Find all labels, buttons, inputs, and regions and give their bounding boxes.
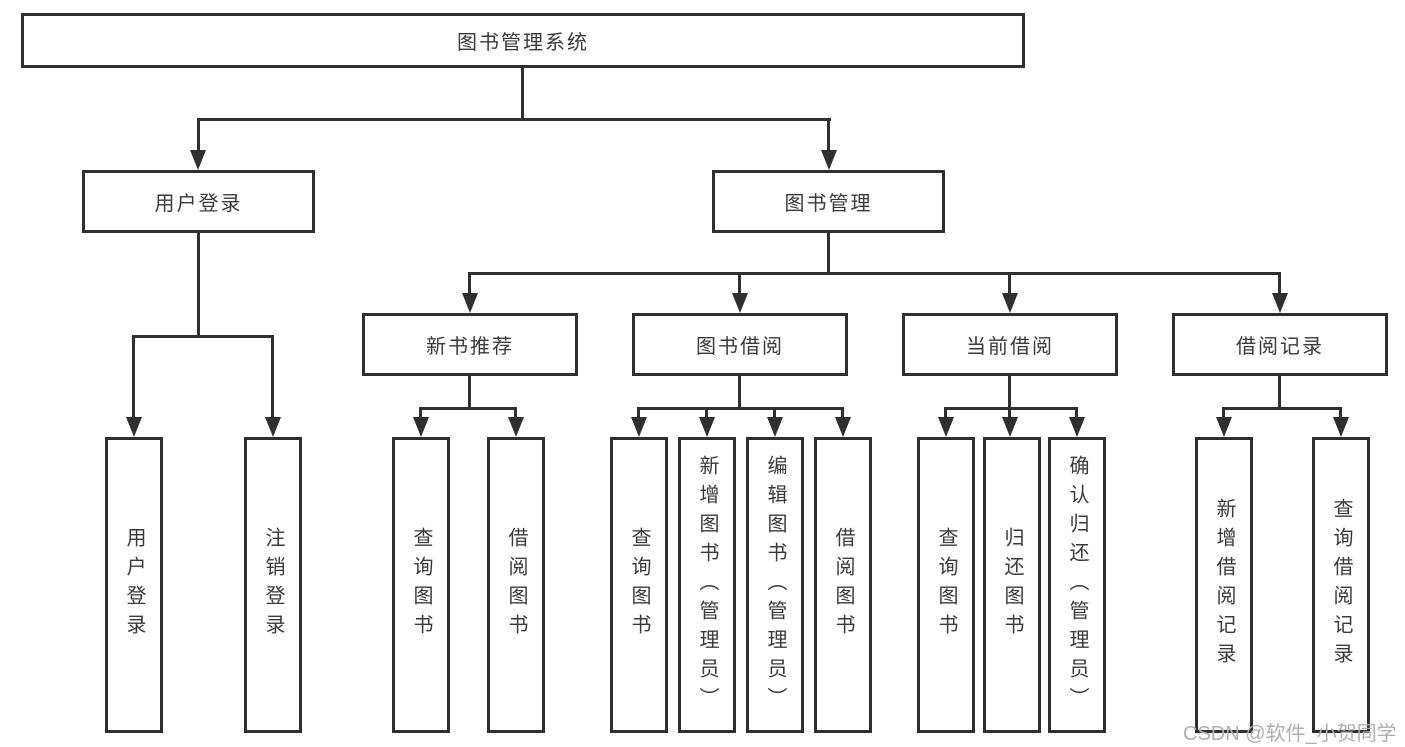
node-library-system: 图书管理系统 [21,13,1025,68]
connector-stem-user-login [197,118,200,154]
arrowhead-query-books-borrowing [631,417,647,437]
connector-borrowing-records-trunk [1278,376,1281,408]
connector-stem-user-login-action [132,335,135,419]
node-user-login-action-label: 用户登录 [123,527,145,643]
node-book-borrowing: 图书借阅 [632,313,848,376]
connector-book-borrowing-trunk [738,376,741,408]
node-query-books-borrowing-label: 查询图书 [628,527,650,643]
node-new-book-recommendation: 新书推荐 [362,313,578,376]
node-confirm-return-admin: 确认归还（管理员） [1048,437,1106,733]
arrowhead-book-borrowing [732,293,748,313]
node-query-books-current-label: 查询图书 [935,527,957,643]
connector-stem-add-books-admin [705,407,708,419]
arrowhead-new-book [462,293,478,313]
node-query-borrow-record-label: 查询借阅记录 [1330,498,1352,672]
node-book-management: 图书管理 [712,170,945,233]
arrowhead-add-books-admin [699,417,715,437]
connector-stem-logout-action [271,335,274,419]
arrowhead-query-borrow-record [1333,417,1349,437]
arrowhead-confirm-return-admin [1069,417,1085,437]
node-logout-action: 注销登录 [244,437,302,733]
node-borrow-books-recommend: 借阅图书 [487,437,545,733]
arrowhead-logout-action [265,417,281,437]
connector-stem-confirm-return-admin [1075,407,1078,419]
node-return-books-label: 归还图书 [1001,527,1023,643]
node-borrowing-records: 借阅记录 [1172,313,1388,376]
connector-stem-borrow-books-recommend [514,407,517,419]
node-add-books-admin: 新增图书（管理员） [678,437,736,733]
connector-level2-hline [197,118,831,121]
node-confirm-return-admin-label: 确认归还（管理员） [1066,454,1088,716]
connector-current-borrowing-trunk [1008,376,1011,408]
connector-root-trunk [521,68,524,118]
connector-book-borrowing-hline [637,407,844,410]
node-edit-books-admin-label: 编辑图书（管理员） [764,454,786,716]
arrowhead-query-books-recommend [413,417,429,437]
connector-stem-return-books [1008,407,1011,419]
node-add-books-admin-label: 新增图书（管理员） [696,454,718,716]
connector-borrowing-records-hline [1222,407,1342,410]
node-borrow-books-recommend-label: 借阅图书 [505,527,527,643]
arrowhead-user-login [190,150,206,170]
connector-stem-borrow-books-borrowing [841,407,844,419]
connector-user-login-trunk [197,233,200,335]
arrowhead-borrow-books-borrowing [835,417,851,437]
connector-stem-add-borrow-record [1222,407,1225,419]
connector-stem-edit-books-admin [773,407,776,419]
connector-stem-current-borrowing [1008,272,1011,297]
connector-level3-hline [468,272,1281,275]
node-current-borrowing-label: 当前借阅 [966,336,1054,358]
node-query-books-borrowing: 查询图书 [610,437,668,733]
node-edit-books-admin: 编辑图书（管理员） [746,437,804,733]
node-query-books-current: 查询图书 [917,437,975,733]
arrowhead-current-borrowing [1002,293,1018,313]
arrowhead-return-books [1002,417,1018,437]
connector-new-book-trunk [468,376,471,408]
node-new-book-recommendation-label: 新书推荐 [426,336,514,358]
node-book-management-label: 图书管理 [784,193,873,215]
connector-stem-query-books-current [944,407,947,419]
connector-book-management-trunk [827,233,830,272]
connector-current-borrowing-hline [944,407,1078,410]
node-user-login-action: 用户登录 [105,437,163,733]
arrowhead-borrow-books-recommend [508,417,524,437]
connector-stem-book-borrowing [738,272,741,297]
node-add-borrow-record: 新增借阅记录 [1195,437,1253,733]
connector-user-login-hline [132,335,274,338]
node-user-login: 用户登录 [82,170,315,233]
arrowhead-edit-books-admin [767,417,783,437]
connector-stem-query-borrow-record [1339,407,1342,419]
node-current-borrowing: 当前借阅 [902,313,1118,376]
node-return-books: 归还图书 [983,437,1041,733]
node-borrow-books-borrowing-label: 借阅图书 [832,527,854,643]
node-user-login-label: 用户登录 [154,193,243,215]
connector-stem-borrowing-records [1278,272,1281,297]
connector-stem-new-book [468,272,471,297]
arrowhead-borrowing-records [1272,293,1288,313]
node-library-system-label: 图书管理系统 [457,32,589,54]
arrowhead-add-borrow-record [1216,417,1232,437]
node-book-borrowing-label: 图书借阅 [696,336,784,358]
watermark: CSDN @软件_小贺同学 [1183,723,1397,745]
arrowhead-book-management [821,150,837,170]
arrowhead-user-login-action [126,417,142,437]
node-query-books-recommend-label: 查询图书 [410,527,432,643]
node-logout-action-label: 注销登录 [262,527,284,643]
arrowhead-query-books-current [938,417,954,437]
connector-stem-query-books-recommend [419,407,422,419]
connector-new-book-hline [419,407,517,410]
node-query-borrow-record: 查询借阅记录 [1312,437,1370,733]
node-borrowing-records-label: 借阅记录 [1236,336,1324,358]
node-borrow-books-borrowing: 借阅图书 [814,437,872,733]
connector-stem-query-books-borrowing [637,407,640,419]
connector-stem-book-management [827,118,830,154]
node-query-books-recommend: 查询图书 [392,437,450,733]
node-add-borrow-record-label: 新增借阅记录 [1213,498,1235,672]
